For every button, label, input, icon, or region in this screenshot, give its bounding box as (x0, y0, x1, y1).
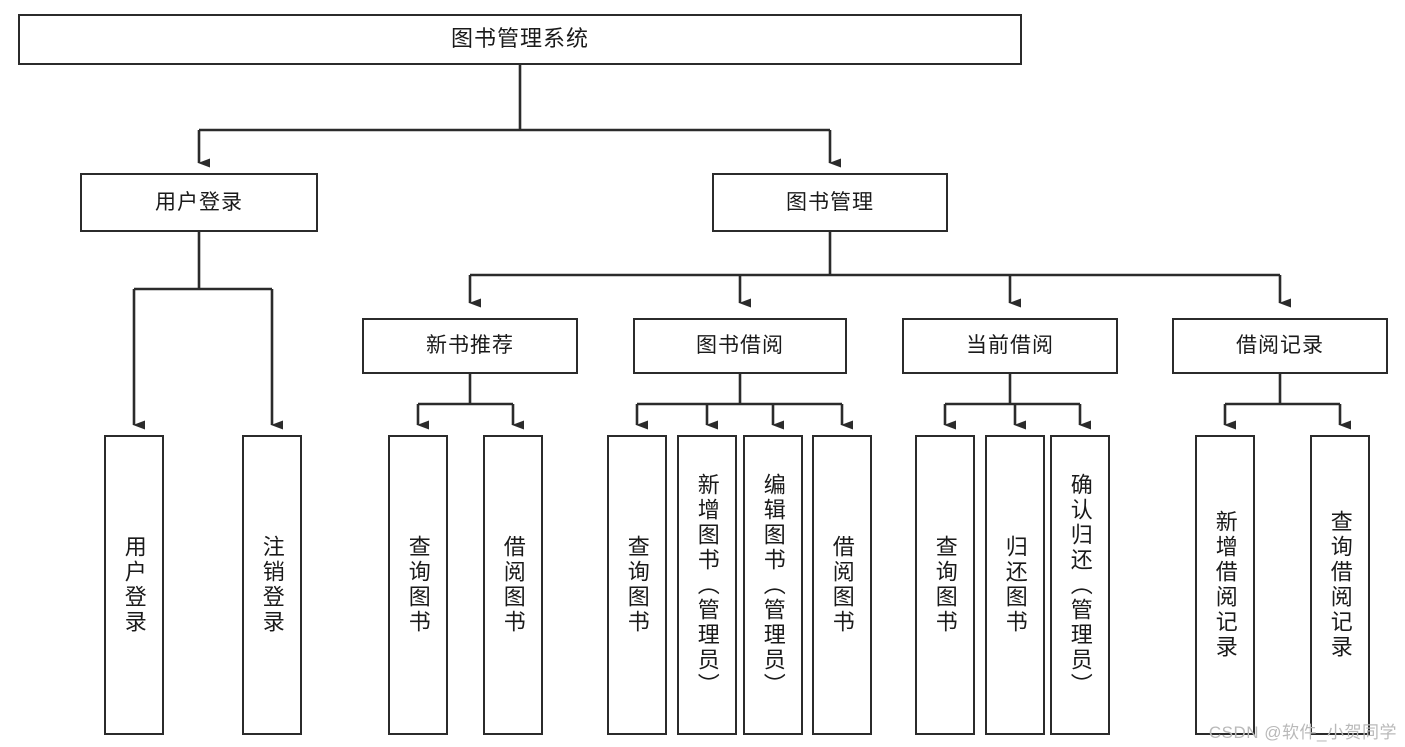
leaf-borrow-borrow-book[interactable]: 借阅图书 (812, 435, 872, 735)
leaf-recommend-query-book[interactable]: 查询图书 (388, 435, 448, 735)
node-book-management[interactable]: 图书管理 (712, 173, 948, 232)
node-label: 查询借阅记录 (1327, 510, 1353, 660)
node-current-borrow[interactable]: 当前借阅 (902, 318, 1118, 374)
node-label: 借阅图书 (500, 535, 526, 635)
node-label: 用户登录 (155, 190, 243, 214)
csdn-watermark: CSDN @软件_小贺同学 (1208, 723, 1397, 742)
node-label: 查询图书 (405, 535, 431, 635)
node-label: 用户登录 (121, 535, 147, 635)
leaf-borrow-query-book[interactable]: 查询图书 (607, 435, 667, 735)
node-label: 查询图书 (624, 535, 650, 635)
node-label: 借阅图书 (829, 535, 855, 635)
node-label: 图书借阅 (696, 334, 784, 358)
node-label: 新增借阅记录 (1212, 510, 1238, 660)
leaf-current-query-book[interactable]: 查询图书 (915, 435, 975, 735)
node-new-book-recommend[interactable]: 新书推荐 (362, 318, 578, 374)
leaf-recommend-borrow-book[interactable]: 借阅图书 (483, 435, 543, 735)
leaf-user-login-logout[interactable]: 注销登录 (242, 435, 302, 735)
node-label: 当前借阅 (966, 334, 1054, 358)
leaf-record-add-record[interactable]: 新增借阅记录 (1195, 435, 1255, 735)
node-book-borrow[interactable]: 图书借阅 (633, 318, 847, 374)
node-label: 新书推荐 (426, 334, 514, 358)
node-label: 归还图书 (1002, 535, 1028, 635)
node-label: 图书管理系统 (450, 26, 589, 52)
node-label: 确认归还（管理员） (1067, 472, 1093, 698)
node-label: 查询图书 (932, 535, 958, 635)
leaf-record-query-record[interactable]: 查询借阅记录 (1310, 435, 1370, 735)
leaf-borrow-edit-book-admin[interactable]: 编辑图书（管理员） (743, 435, 803, 735)
leaf-current-confirm-return-admin[interactable]: 确认归还（管理员） (1050, 435, 1110, 735)
leaf-user-login-login[interactable]: 用户登录 (104, 435, 164, 735)
leaf-current-return-book[interactable]: 归还图书 (985, 435, 1045, 735)
node-label: 编辑图书（管理员） (760, 472, 786, 698)
node-label: 借阅记录 (1236, 334, 1324, 358)
node-label: 注销登录 (259, 535, 285, 635)
node-label: 图书管理 (786, 190, 874, 214)
node-root-system[interactable]: 图书管理系统 (18, 14, 1022, 65)
node-borrow-record[interactable]: 借阅记录 (1172, 318, 1388, 374)
node-user-login[interactable]: 用户登录 (80, 173, 318, 232)
leaf-borrow-add-book-admin[interactable]: 新增图书（管理员） (677, 435, 737, 735)
node-label: 新增图书（管理员） (694, 472, 720, 698)
